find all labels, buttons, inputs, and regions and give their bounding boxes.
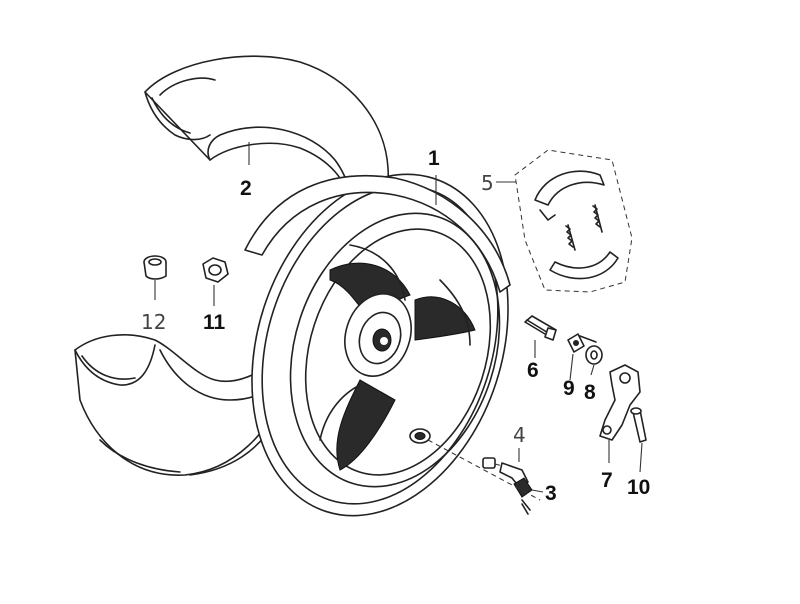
callout-11: 11: [203, 311, 226, 334]
callout-7: 7: [601, 469, 613, 492]
callout-10: 10: [627, 476, 651, 499]
tire-illustration: [74, 55, 390, 476]
callout-4: 4: [513, 423, 526, 447]
callout-6: 6: [527, 359, 539, 382]
washer-illustration: [585, 345, 603, 365]
callout-8: 8: [584, 381, 596, 404]
brake-cam-illustration: [524, 315, 557, 341]
callout-12: 12: [141, 310, 167, 334]
brake-shoes-illustration: [514, 149, 633, 293]
axle-nut-illustration: [202, 257, 229, 283]
callout-2: 2: [240, 177, 252, 200]
collar-illustration: [143, 255, 167, 280]
leader-lines: [154, 142, 643, 493]
callout-9: 9: [563, 377, 575, 400]
callout-5: 5: [481, 171, 494, 195]
brake-arm-illustration: [599, 364, 641, 441]
bolt-illustration: [630, 407, 647, 443]
callout-1: 1: [428, 147, 440, 170]
callout-3: 3: [545, 482, 557, 505]
rim-illustration: [244, 173, 511, 517]
indicator-plate-illustration: [567, 333, 597, 353]
valve-illustration: [427, 439, 541, 515]
